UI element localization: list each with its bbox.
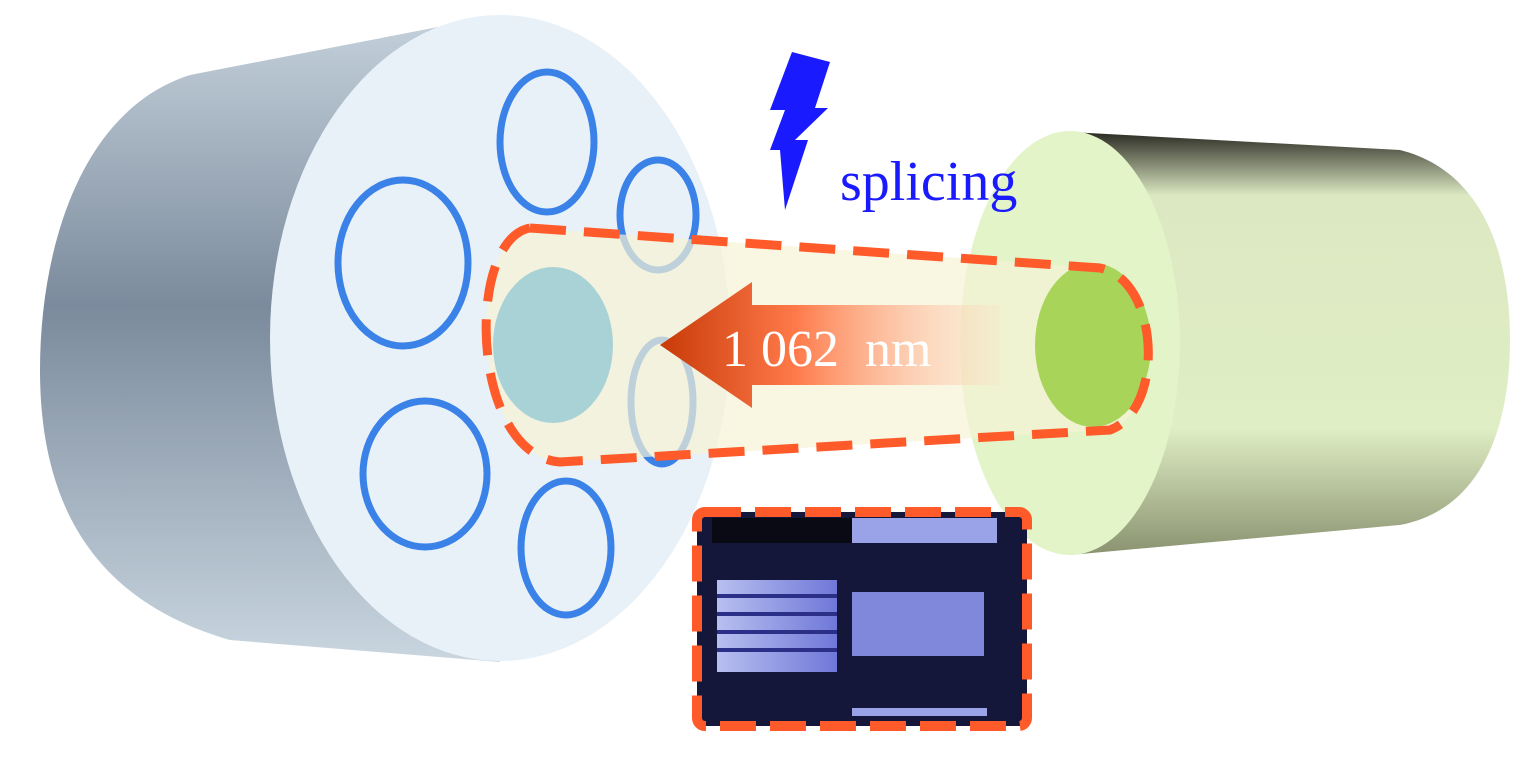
right-core (1035, 263, 1151, 427)
splicing-label: splicing (840, 151, 1017, 213)
lightning-bolt-icon (770, 52, 830, 210)
air-holes (334, 68, 700, 619)
splice-region-outline (481, 223, 1153, 467)
left-arrow-icon (660, 282, 1000, 408)
left-core (493, 267, 613, 423)
splice-microscope-inset (692, 507, 1032, 731)
wavelength-label: 1 062 nm (722, 321, 931, 378)
right-fiber-body (1070, 132, 1510, 555)
air-hole (359, 397, 491, 551)
air-hole (496, 68, 598, 216)
air-hole (517, 477, 615, 619)
air-hole (334, 176, 472, 350)
